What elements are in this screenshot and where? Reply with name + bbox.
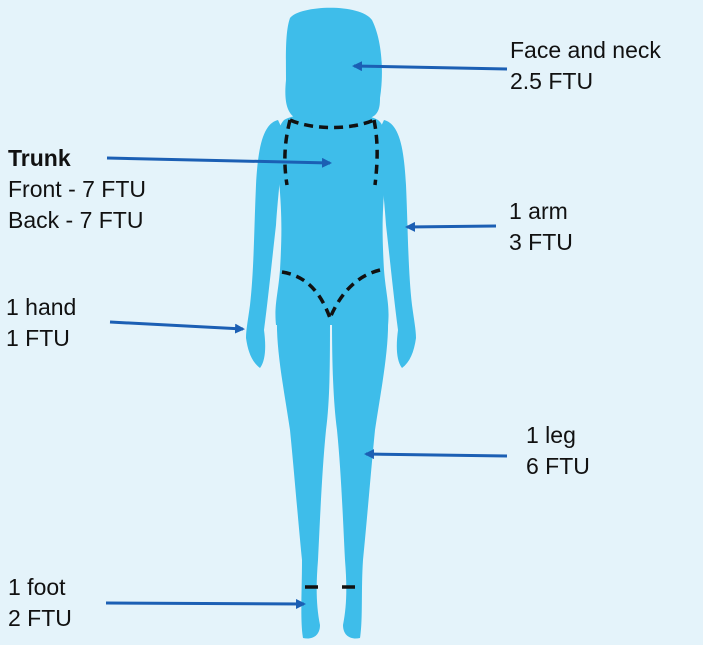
arm-label-line2: 3 FTU xyxy=(509,227,573,258)
trunk-label: Trunk Front - 7 FTU Back - 7 FTU xyxy=(8,143,146,236)
leg-label-line1: 1 leg xyxy=(526,420,590,451)
head xyxy=(285,8,382,120)
foot-arrow xyxy=(106,603,304,604)
trunk-label-front: Front - 7 FTU xyxy=(8,174,146,205)
face-neck-label: Face and neck 2.5 FTU xyxy=(510,35,661,97)
leg-label-line2: 6 FTU xyxy=(526,451,590,482)
body-silhouette xyxy=(246,8,416,639)
face-neck-label-line2: 2.5 FTU xyxy=(510,66,661,97)
hand-label-line2: 1 FTU xyxy=(6,323,76,354)
leg-label: 1 leg 6 FTU xyxy=(526,420,590,482)
face-neck-label-line1: Face and neck xyxy=(510,35,661,66)
foot-label-line2: 2 FTU xyxy=(8,603,72,634)
hand-arrow xyxy=(110,322,243,329)
leg-arrow xyxy=(366,454,507,456)
hand-label: 1 hand 1 FTU xyxy=(6,292,76,354)
foot-label: 1 foot 2 FTU xyxy=(8,572,72,634)
torso xyxy=(275,113,388,326)
arm-label: 1 arm 3 FTU xyxy=(509,196,573,258)
arm-label-line1: 1 arm xyxy=(509,196,573,227)
trunk-label-back: Back - 7 FTU xyxy=(8,205,146,236)
left-leg xyxy=(277,318,330,638)
right-leg xyxy=(332,318,388,638)
hand-label-line1: 1 hand xyxy=(6,292,76,323)
foot-label-line1: 1 foot xyxy=(8,572,72,603)
trunk-label-title: Trunk xyxy=(8,143,146,174)
arm-arrow xyxy=(407,226,496,227)
